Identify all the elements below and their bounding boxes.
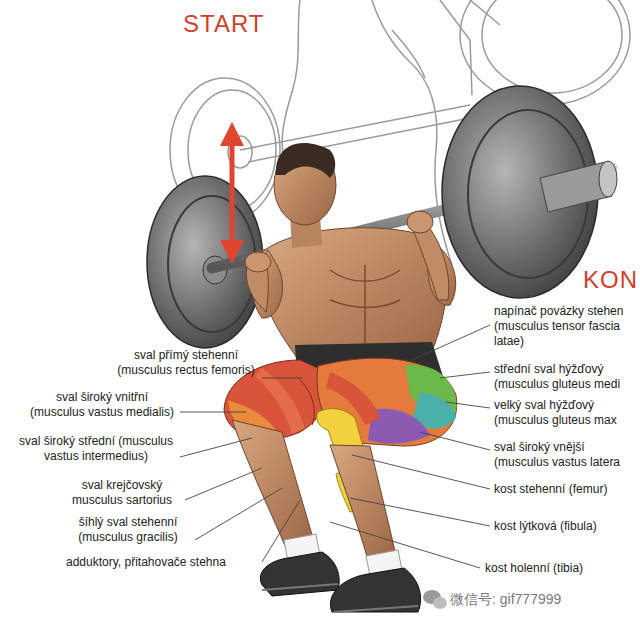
muscle-label: šíhlý sval stehenní (musculus gracilis): [77, 515, 179, 545]
bone-label: kost lýtková (fibula): [494, 519, 637, 534]
muscle-label: sval široký vnitřní (musculus vastus med…: [29, 390, 176, 420]
muscle-label: velký sval hýžďový (musculus gluteus max: [494, 398, 637, 428]
muscle-label: sval přímý stehenní (musculus rectus fem…: [116, 348, 256, 378]
bone-label: kost stehenní (femur): [494, 482, 637, 497]
muscle-label: střední sval hýžďový (musculus gluteus m…: [494, 362, 637, 392]
phase-heading: START: [183, 10, 264, 38]
muscle-label: sval široký střední (musculus vastus int…: [18, 434, 175, 464]
muscle-label: napínač povázky stehen (musculus tensor …: [494, 304, 637, 349]
watermark-icon: [423, 590, 447, 609]
muscle-label: sval široký vnější (musculus vastus late…: [494, 440, 637, 470]
movement-arrow: [220, 122, 244, 264]
muscle-label: adduktory, přitahovače stehna: [66, 555, 226, 570]
athlete: [224, 143, 457, 612]
muscle-label: sval krejčovský musculus sartorius: [71, 478, 174, 508]
bone-label: kost holenní (tibia): [485, 561, 635, 576]
watermark: 微信号: gif777999: [450, 590, 561, 608]
phase-heading: KON: [583, 266, 638, 294]
